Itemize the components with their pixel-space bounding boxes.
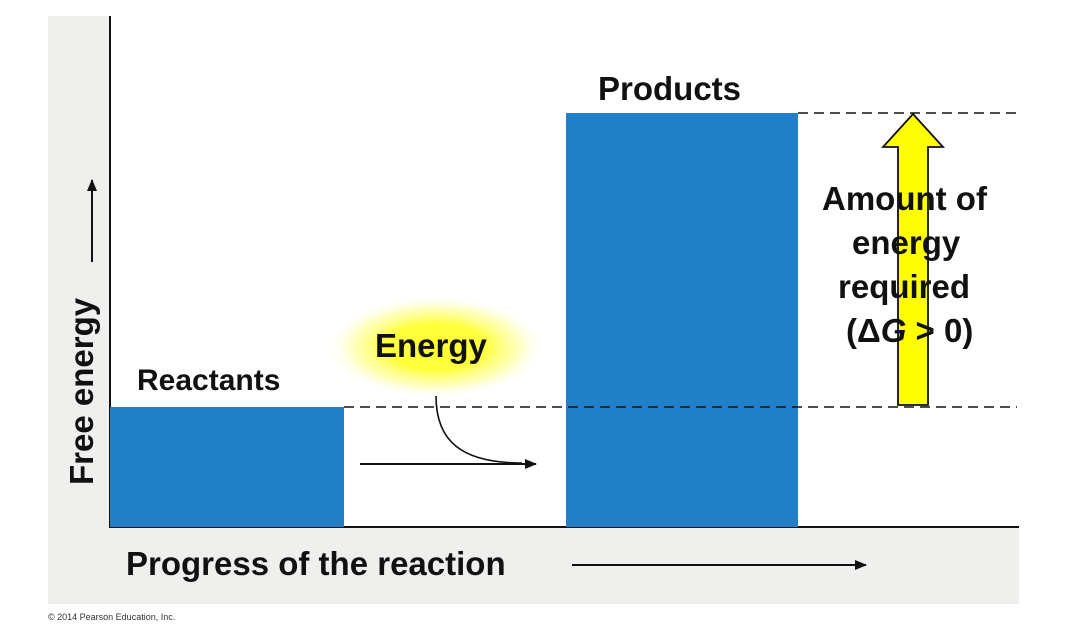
energy-label: Energy <box>375 327 487 364</box>
required-line-1: Amount of <box>822 180 987 217</box>
reactants-bar <box>110 407 344 527</box>
energy-input-arrow <box>435 395 523 464</box>
copyright-notice: © 2014 Pearson Education, Inc. <box>48 612 176 622</box>
x-axis-label: Progress of the reaction <box>126 545 506 582</box>
delta-symbol: Δ <box>857 312 881 349</box>
g-symbol: G <box>880 312 907 349</box>
energy-glow <box>326 295 546 399</box>
delta-g-relation: > 0) <box>906 312 974 349</box>
products-bar <box>566 113 798 527</box>
delta-g-expression: (ΔG > 0) <box>846 314 973 347</box>
products-label: Products <box>598 70 742 107</box>
y-axis-label: Free energy <box>63 297 100 485</box>
delta-g-open-paren: ( <box>846 312 857 349</box>
reactants-label: Reactants <box>137 364 281 397</box>
energy-required-arrow <box>880 112 946 406</box>
required-line-2: energy <box>852 224 961 261</box>
required-line-3: required <box>838 268 971 305</box>
